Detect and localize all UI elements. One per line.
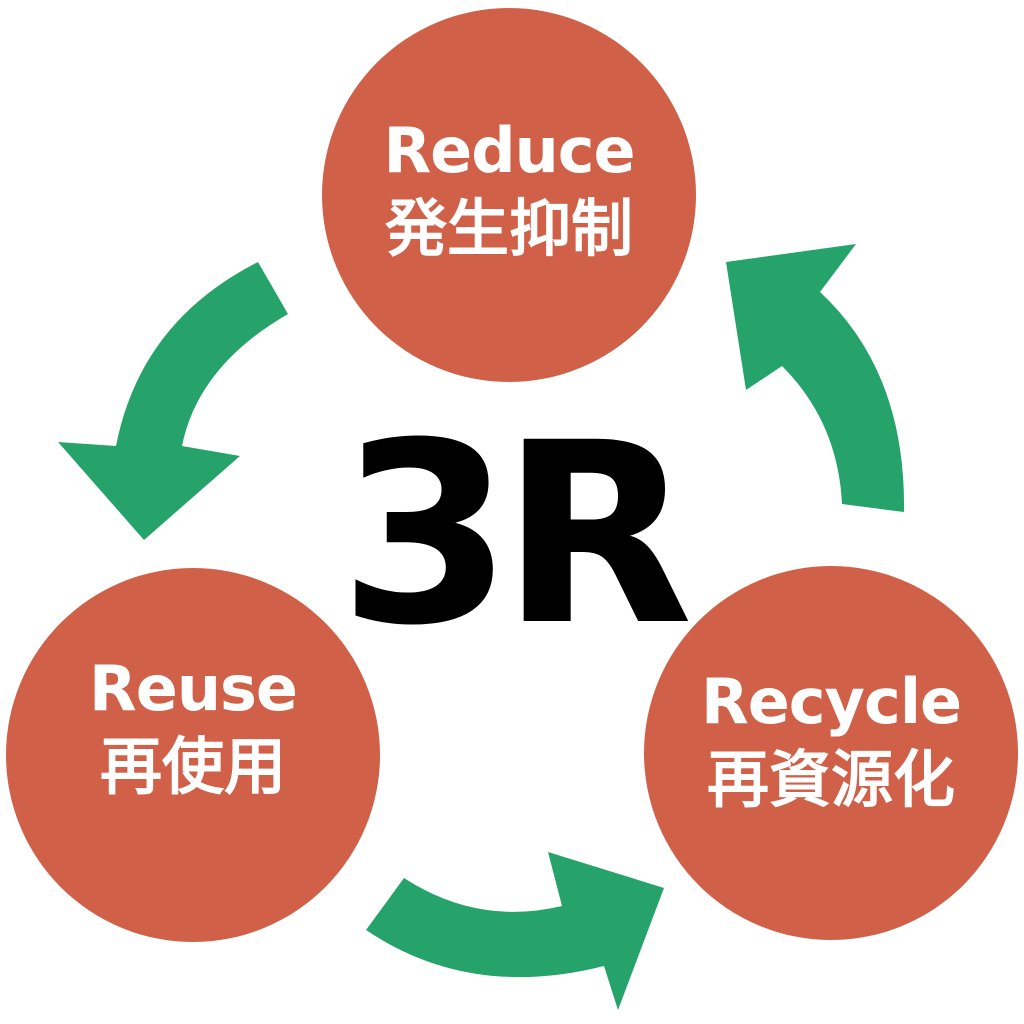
node-recycle-label-en: Recycle: [700, 664, 962, 738]
arrow-recycle-to-reduce: [726, 244, 905, 512]
node-reuse-label-ja: 再使用: [99, 730, 286, 803]
node-reuse: Reuse 再使用: [6, 568, 380, 942]
center-title: 3R: [338, 389, 693, 680]
node-recycle-label-ja: 再資源化: [706, 743, 955, 816]
node-recycle: Recycle 再資源化: [644, 566, 1018, 940]
node-reduce: Reduce 発生抑制: [322, 8, 696, 382]
arrow-reduce-to-reuse: [58, 262, 288, 540]
node-reduce-label-ja: 発生抑制: [384, 192, 633, 265]
node-reuse-label-en: Reuse: [89, 651, 298, 725]
arrow-reuse-to-recycle: [366, 852, 664, 1010]
node-reduce-label-en: Reduce: [383, 113, 635, 187]
